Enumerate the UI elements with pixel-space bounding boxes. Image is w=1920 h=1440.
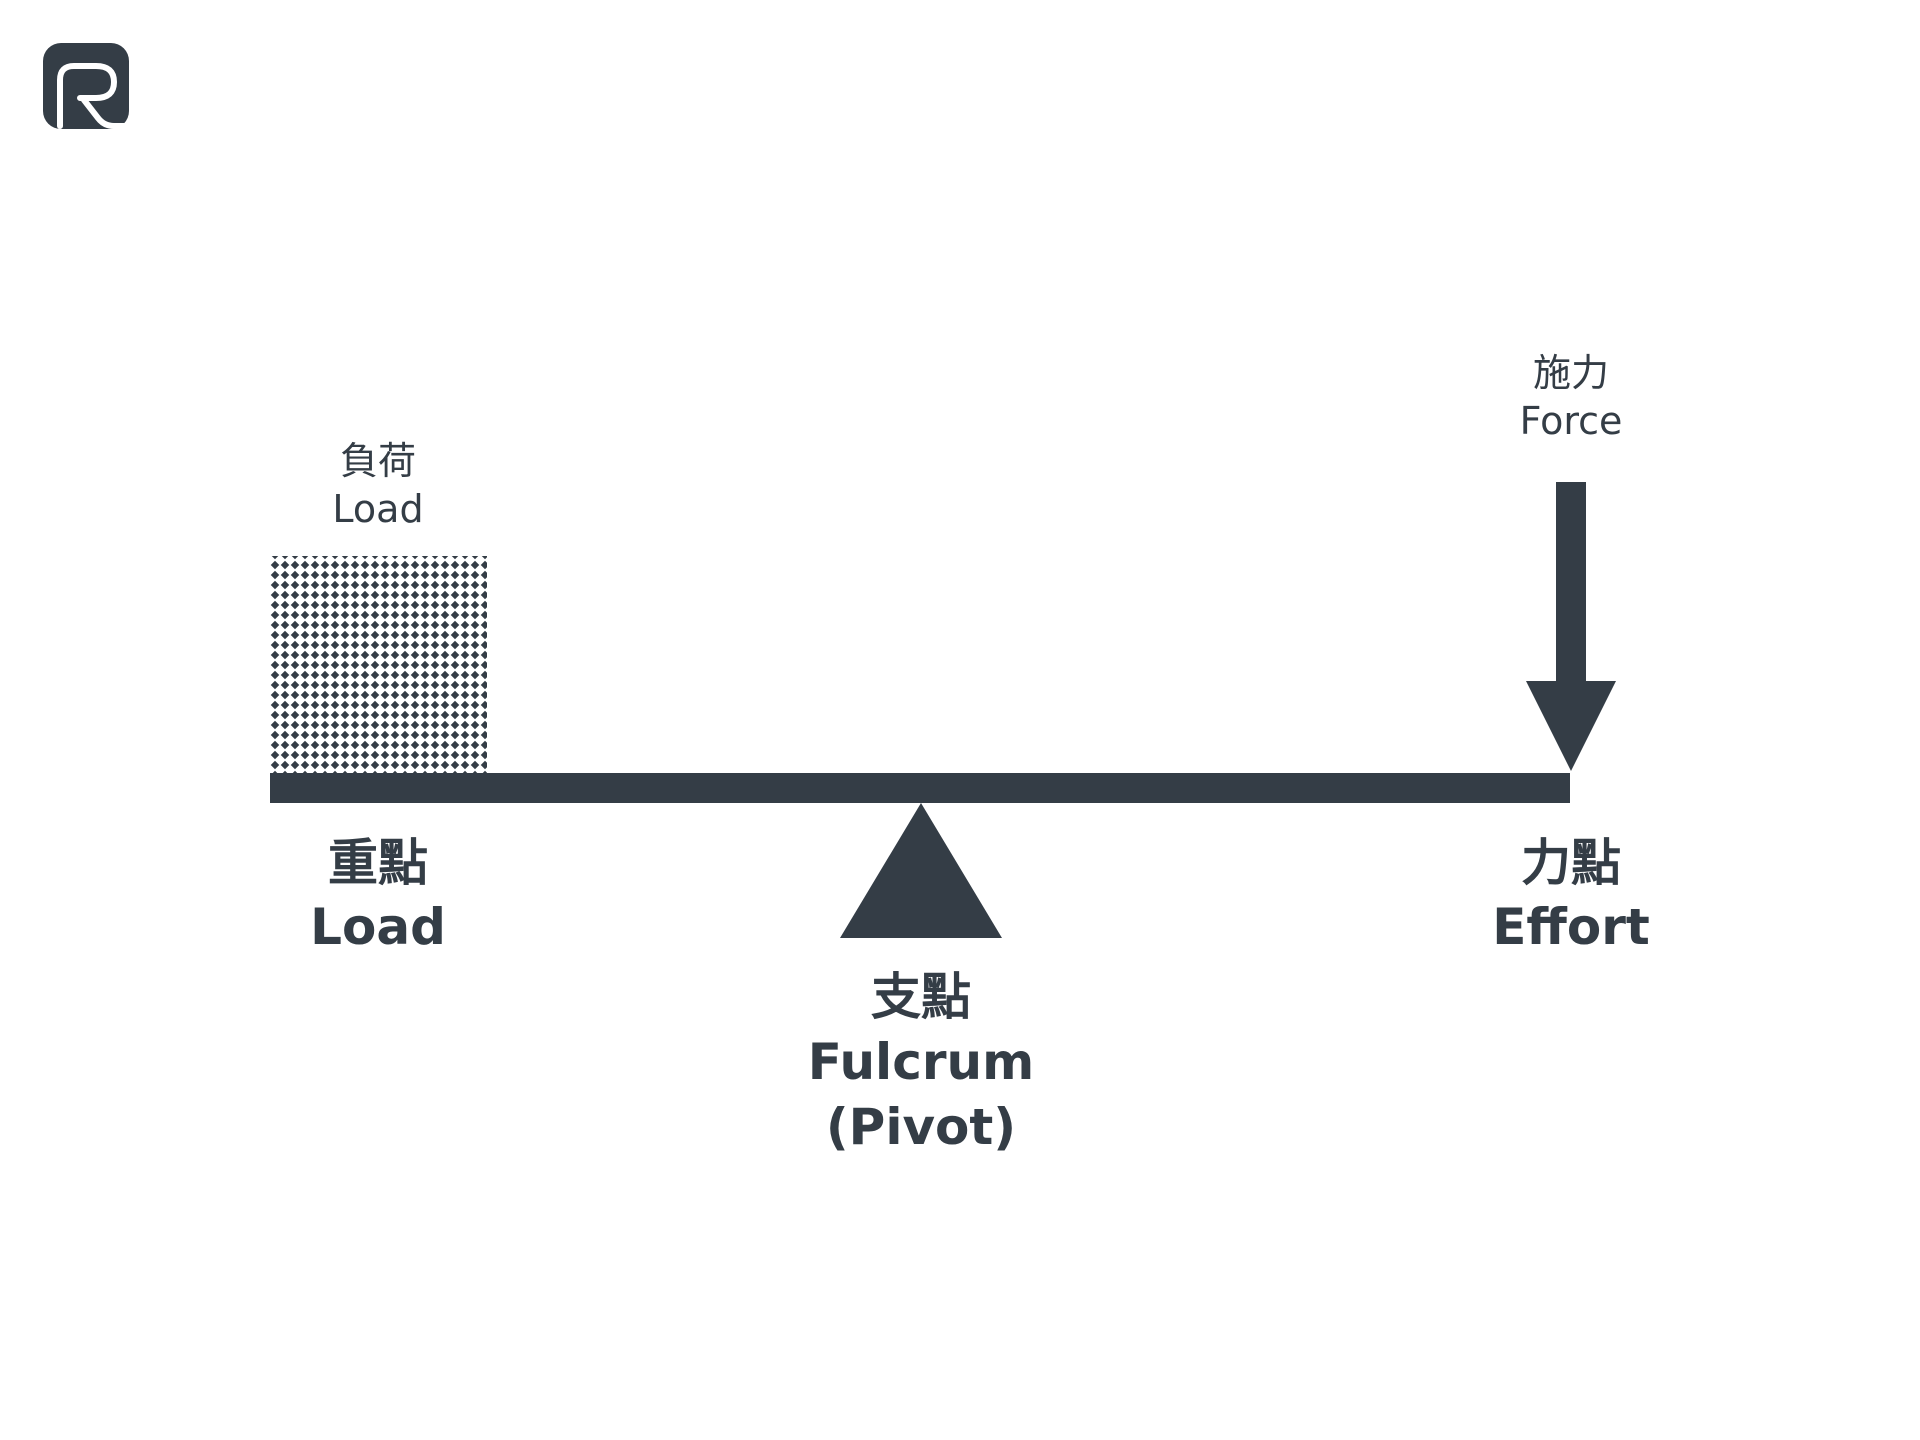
load-point-label-en: Load (310, 898, 446, 956)
fulcrum-label-zh: 支點 (871, 968, 971, 1026)
fulcrum-label-en: Fulcrum (807, 1033, 1035, 1091)
effort-point-label-en: Effort (1492, 898, 1650, 956)
load-block-label-en: Load (332, 487, 424, 531)
load-block-label-zh: 負荷 (339, 439, 417, 483)
lever-beam (270, 773, 1570, 803)
load-block (270, 556, 487, 774)
force-label-en: Force (1519, 399, 1623, 443)
force-arrow-icon (1526, 482, 1616, 771)
r-logo-icon (43, 43, 132, 129)
fulcrum-triangle (840, 803, 1002, 938)
force-label-zh: 施力 (1532, 351, 1610, 395)
load-point-label-zh: 重點 (328, 834, 428, 892)
fulcrum-label-en-2: (Pivot) (825, 1098, 1017, 1156)
effort-point-label-zh: 力點 (1521, 834, 1621, 892)
